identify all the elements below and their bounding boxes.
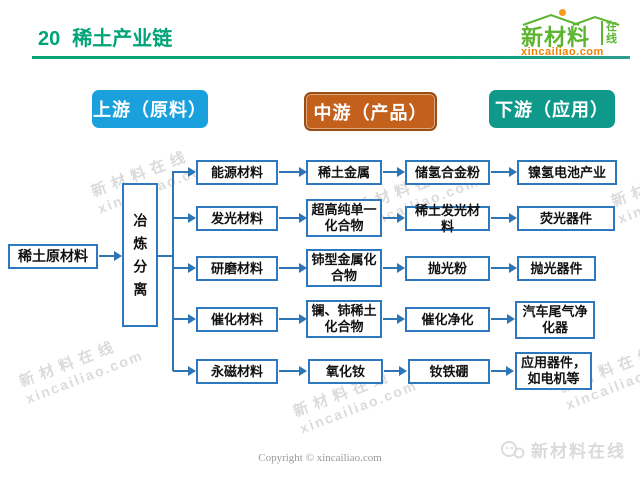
slide-number: 20 [38,28,61,50]
flow-arrow [491,314,515,324]
logo-brand-suffix: 在线 [601,21,617,46]
flow-box-application: 荧光器件 [517,206,615,231]
flow-box-material: 催化材料 [196,307,278,332]
flow-box-intermediate: 稀土发光材料 [405,203,490,234]
flow-arrow [279,366,307,376]
logo-brand-name: 新材料 [521,25,591,50]
flow-box-product: 超高纯单一化合物 [306,199,382,237]
flow-box-intermediate: 抛光粉 [405,256,490,281]
flow-arrow [279,167,307,177]
flow-arrow [491,213,517,223]
flow-box-product: 氧化钕 [308,359,383,384]
flow-box-application: 应用器件，如电机等 [515,352,592,390]
flow-arrow [279,314,307,324]
copyright-text: Copyright © xincailiao.com [258,452,382,464]
title-underline [32,56,630,59]
page-title: 20 稀土产业链 [38,22,172,51]
flow-arrow [279,213,307,223]
flow-box-intermediate: 催化净化 [405,307,490,332]
branch-stub [158,255,173,257]
flow-box-material: 研磨材料 [196,256,278,281]
header-upstream: 上游（原料） [92,90,208,128]
flow-arrow [279,263,307,273]
flow-arrow [383,167,405,177]
footer-brand-logo: 新材料在线 [500,437,626,462]
flow-box-application: 汽车尾气净化器 [515,301,595,339]
branch-arrow-row3 [173,263,196,273]
flow-box-intermediate: 储氢合金粉 [405,160,490,185]
flow-box-product: 稀土金属 [306,160,382,185]
footer-logo-icon [501,440,525,458]
logo-sun-icon [559,9,566,16]
flow-box-intermediate: 钕铁硼 [408,359,490,384]
slide-title-text: 稀土产业链 [72,28,173,50]
flow-box-material: 能源材料 [196,160,278,185]
flow-process-box: 冶炼分离 [122,183,158,327]
flow-box-application: 镍氢电池产业 [517,160,617,185]
flow-arrow [491,263,517,273]
flow-arrow [383,314,405,324]
branch-arrow-row2 [173,213,196,223]
flow-source-box: 稀土原材料 [8,244,98,269]
flow-box-product: 镧、铈稀土化合物 [306,300,382,338]
branch-arrow-row5 [173,366,196,376]
branch-arrow-row1 [173,167,196,177]
arrow-source-to-process [99,251,122,261]
flow-arrow [383,263,405,273]
flow-arrow [384,366,407,376]
watermark: 新材料在线 xincailiao.com [17,337,146,407]
logo-roof-icon [522,13,620,26]
footer-logo-text: 新材料在线 [531,442,626,461]
branch-arrow-row4 [173,314,196,324]
branch-trunk [172,171,174,371]
header-downstream: 下游（应用） [489,90,615,128]
logo-brand-domain: xincailiao.com [521,46,604,58]
flow-arrow [383,213,405,223]
flow-box-application: 抛光器件 [517,256,596,281]
flow-box-material: 发光材料 [196,206,278,231]
flow-box-material: 永磁材料 [196,359,278,384]
flow-arrow [491,167,517,177]
flow-arrow [491,366,514,376]
flow-box-product: 铈型金属化合物 [306,249,382,287]
brand-logo: 新材料 在线 xincailiao.com [519,8,627,58]
header-midstream: 中游（产品） [304,92,437,131]
